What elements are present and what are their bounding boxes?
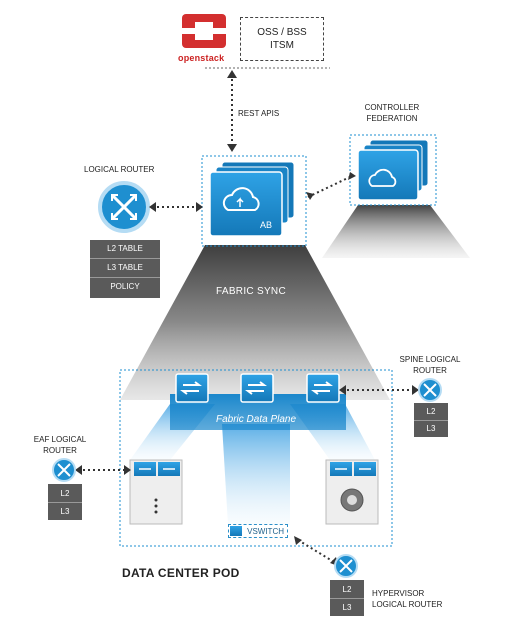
arrow-right-icon xyxy=(196,202,203,212)
vswitch-icon xyxy=(230,526,242,536)
arrow-right-icon xyxy=(412,385,419,395)
rest-apis-label: REST APIS xyxy=(238,109,280,118)
logical-router-icon xyxy=(98,181,150,233)
table-divider xyxy=(330,598,364,599)
oss-bss-label: OSS / BSS xyxy=(257,27,307,38)
fabric-sync-label: FABRIC SYNC xyxy=(216,286,286,297)
hypervisor-connector xyxy=(297,539,335,563)
table-divider xyxy=(90,258,160,259)
federation-shadow xyxy=(322,205,470,258)
left-rack-icon xyxy=(129,459,183,525)
table-divider xyxy=(414,420,448,421)
main-controller-icon xyxy=(201,155,307,247)
controller-federation-label: CONTROLLER FEDERATION xyxy=(352,102,432,124)
spine-router-icon xyxy=(418,378,442,402)
data-center-pod-border xyxy=(119,369,393,547)
oss-bss-box: OSS / BSS ITSM xyxy=(240,17,324,61)
l3-table-label: L3 TABLE xyxy=(107,263,143,272)
openstack-logo-icon xyxy=(182,14,226,48)
vswitch-label: VSWITCH xyxy=(228,524,288,538)
hypervisor-router-line2: LOGICAL ROUTER xyxy=(372,600,443,609)
leaf-router-icon xyxy=(52,458,76,482)
arrow-up-left-icon xyxy=(294,536,302,545)
spine-switch-icon xyxy=(240,373,274,403)
leaf-router-label: EAF LOGICAL ROUTER xyxy=(22,434,98,456)
spine-l3-label: L3 xyxy=(426,424,436,433)
federation-connector xyxy=(307,175,353,198)
spine-router-line2: ROUTER xyxy=(413,366,447,375)
main-controller-badge: AB xyxy=(260,220,273,230)
arrow-up-icon xyxy=(227,70,237,78)
controller-federation-icon xyxy=(349,134,437,206)
router-table-stack xyxy=(90,240,160,298)
controller-federation-line1: CONTROLLER xyxy=(364,103,420,112)
center-beam xyxy=(222,424,290,525)
hypervisor-router-label: HYPERVISOR LOGICAL ROUTER xyxy=(372,588,442,610)
data-center-pod-label: DATA CENTER POD xyxy=(122,566,240,580)
itsm-label: ITSM xyxy=(270,40,294,51)
hypervisor-router-icon xyxy=(334,554,358,578)
leaf-l3-label: L3 xyxy=(60,507,70,516)
table-divider xyxy=(48,502,82,503)
arrow-left-icon xyxy=(75,465,82,475)
spine-switch-icon xyxy=(175,373,209,403)
fabric-data-plane-label: Fabric Data Plane xyxy=(216,414,297,425)
table-divider xyxy=(90,277,160,278)
controller-federation-line2: FEDERATION xyxy=(366,114,418,123)
arrow-left-icon xyxy=(339,385,346,395)
right-rack-icon xyxy=(325,459,379,525)
arrow-right-icon xyxy=(348,172,356,180)
hypervisor-l2-label: L2 xyxy=(342,585,352,594)
leaf-l2-label: L2 xyxy=(60,489,70,498)
arrow-right-icon xyxy=(124,465,131,475)
fabric-sync-funnel xyxy=(120,245,390,400)
spine-router-line1: SPINE LOGICAL xyxy=(399,355,461,364)
spine-l2-label: L2 xyxy=(426,407,436,416)
leaf-router-line2: ROUTER xyxy=(43,446,77,455)
arrow-down-icon xyxy=(227,144,237,152)
arrow-left-icon xyxy=(149,202,156,212)
l2-table-label: L2 TABLE xyxy=(107,244,143,253)
openstack-wordmark: openstack xyxy=(178,53,225,63)
policy-label: POLICY xyxy=(110,282,140,291)
spine-switch-icon xyxy=(306,373,340,403)
spine-router-label: SPINE LOGICAL ROUTER xyxy=(392,354,468,376)
logical-router-title: LOGICAL ROUTER xyxy=(84,165,155,174)
arrow-left-icon xyxy=(306,192,314,200)
hypervisor-router-line1: HYPERVISOR xyxy=(372,589,425,598)
leaf-router-line1: EAF LOGICAL xyxy=(33,435,87,444)
hypervisor-l3-label: L3 xyxy=(342,603,352,612)
